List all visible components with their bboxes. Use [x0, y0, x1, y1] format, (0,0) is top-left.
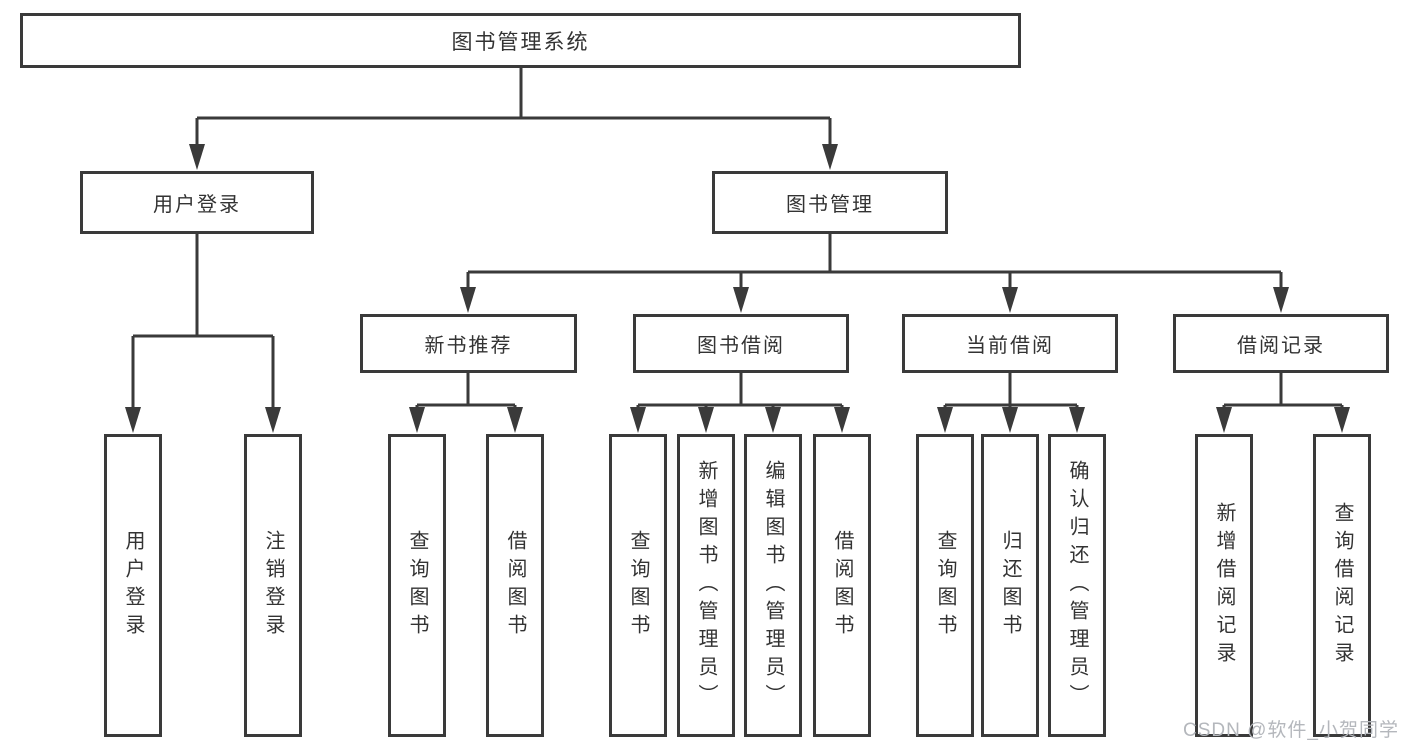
leaf-add-borrow-record-label: 新增借阅记录: [1213, 501, 1235, 670]
leaf-borrow-borrow-books: 借阅图书: [813, 434, 871, 737]
leaf-current-query-books: 查询图书: [916, 434, 974, 737]
arrowheads: [125, 144, 1350, 433]
node-user-login: 用户登录: [80, 171, 314, 234]
node-current-borrow-label: 当前借阅: [966, 335, 1054, 357]
node-root: 图书管理系统: [20, 13, 1021, 68]
leaf-edit-book-admin: 编辑图书（管理员）: [744, 434, 802, 737]
leaf-borrow-query-books-label: 查询图书: [627, 529, 649, 642]
leaf-user-login-label: 用户登录: [122, 529, 144, 642]
leaf-newbook-query-books-label: 查询图书: [406, 529, 428, 642]
leaf-edit-book-admin-label: 编辑图书（管理员）: [762, 459, 784, 712]
leaf-newbook-borrow-books-label: 借阅图书: [504, 529, 526, 642]
node-book-borrow-label: 图书借阅: [697, 335, 785, 357]
csdn-watermark: CSDN @软件_小贺同学: [1183, 720, 1399, 741]
leaf-query-borrow-record: 查询借阅记录: [1313, 434, 1371, 737]
leaf-add-book-admin-label: 新增图书（管理员）: [695, 459, 717, 712]
leaf-newbook-borrow-books: 借阅图书: [486, 434, 544, 737]
leaf-query-borrow-record-label: 查询借阅记录: [1331, 501, 1353, 670]
leaf-return-books-label: 归还图书: [999, 529, 1021, 642]
leaf-confirm-return-admin: 确认归还（管理员）: [1048, 434, 1106, 737]
leaf-logout-label: 注销登录: [262, 529, 284, 642]
node-book-management-label: 图书管理: [786, 194, 874, 216]
node-new-book-recommend-label: 新书推荐: [424, 335, 513, 357]
leaf-add-book-admin: 新增图书（管理员）: [677, 434, 735, 737]
node-root-label: 图书管理系统: [451, 30, 590, 54]
node-user-login-label: 用户登录: [153, 194, 241, 216]
node-book-management: 图书管理: [712, 171, 948, 234]
leaf-borrow-borrow-books-label: 借阅图书: [831, 529, 853, 642]
node-new-book-recommend: 新书推荐: [360, 314, 577, 373]
leaf-newbook-query-books: 查询图书: [388, 434, 446, 737]
leaf-current-query-books-label: 查询图书: [934, 529, 956, 642]
node-borrow-records: 借阅记录: [1173, 314, 1389, 373]
leaf-borrow-query-books: 查询图书: [609, 434, 667, 737]
leaf-return-books: 归还图书: [981, 434, 1039, 737]
node-book-borrow: 图书借阅: [633, 314, 849, 373]
leaf-user-login: 用户登录: [104, 434, 162, 737]
leaf-confirm-return-admin-label: 确认归还（管理员）: [1066, 459, 1088, 712]
leaf-logout: 注销登录: [244, 434, 302, 737]
node-current-borrow: 当前借阅: [902, 314, 1118, 373]
node-borrow-records-label: 借阅记录: [1237, 335, 1325, 357]
leaf-add-borrow-record: 新增借阅记录: [1195, 434, 1253, 737]
